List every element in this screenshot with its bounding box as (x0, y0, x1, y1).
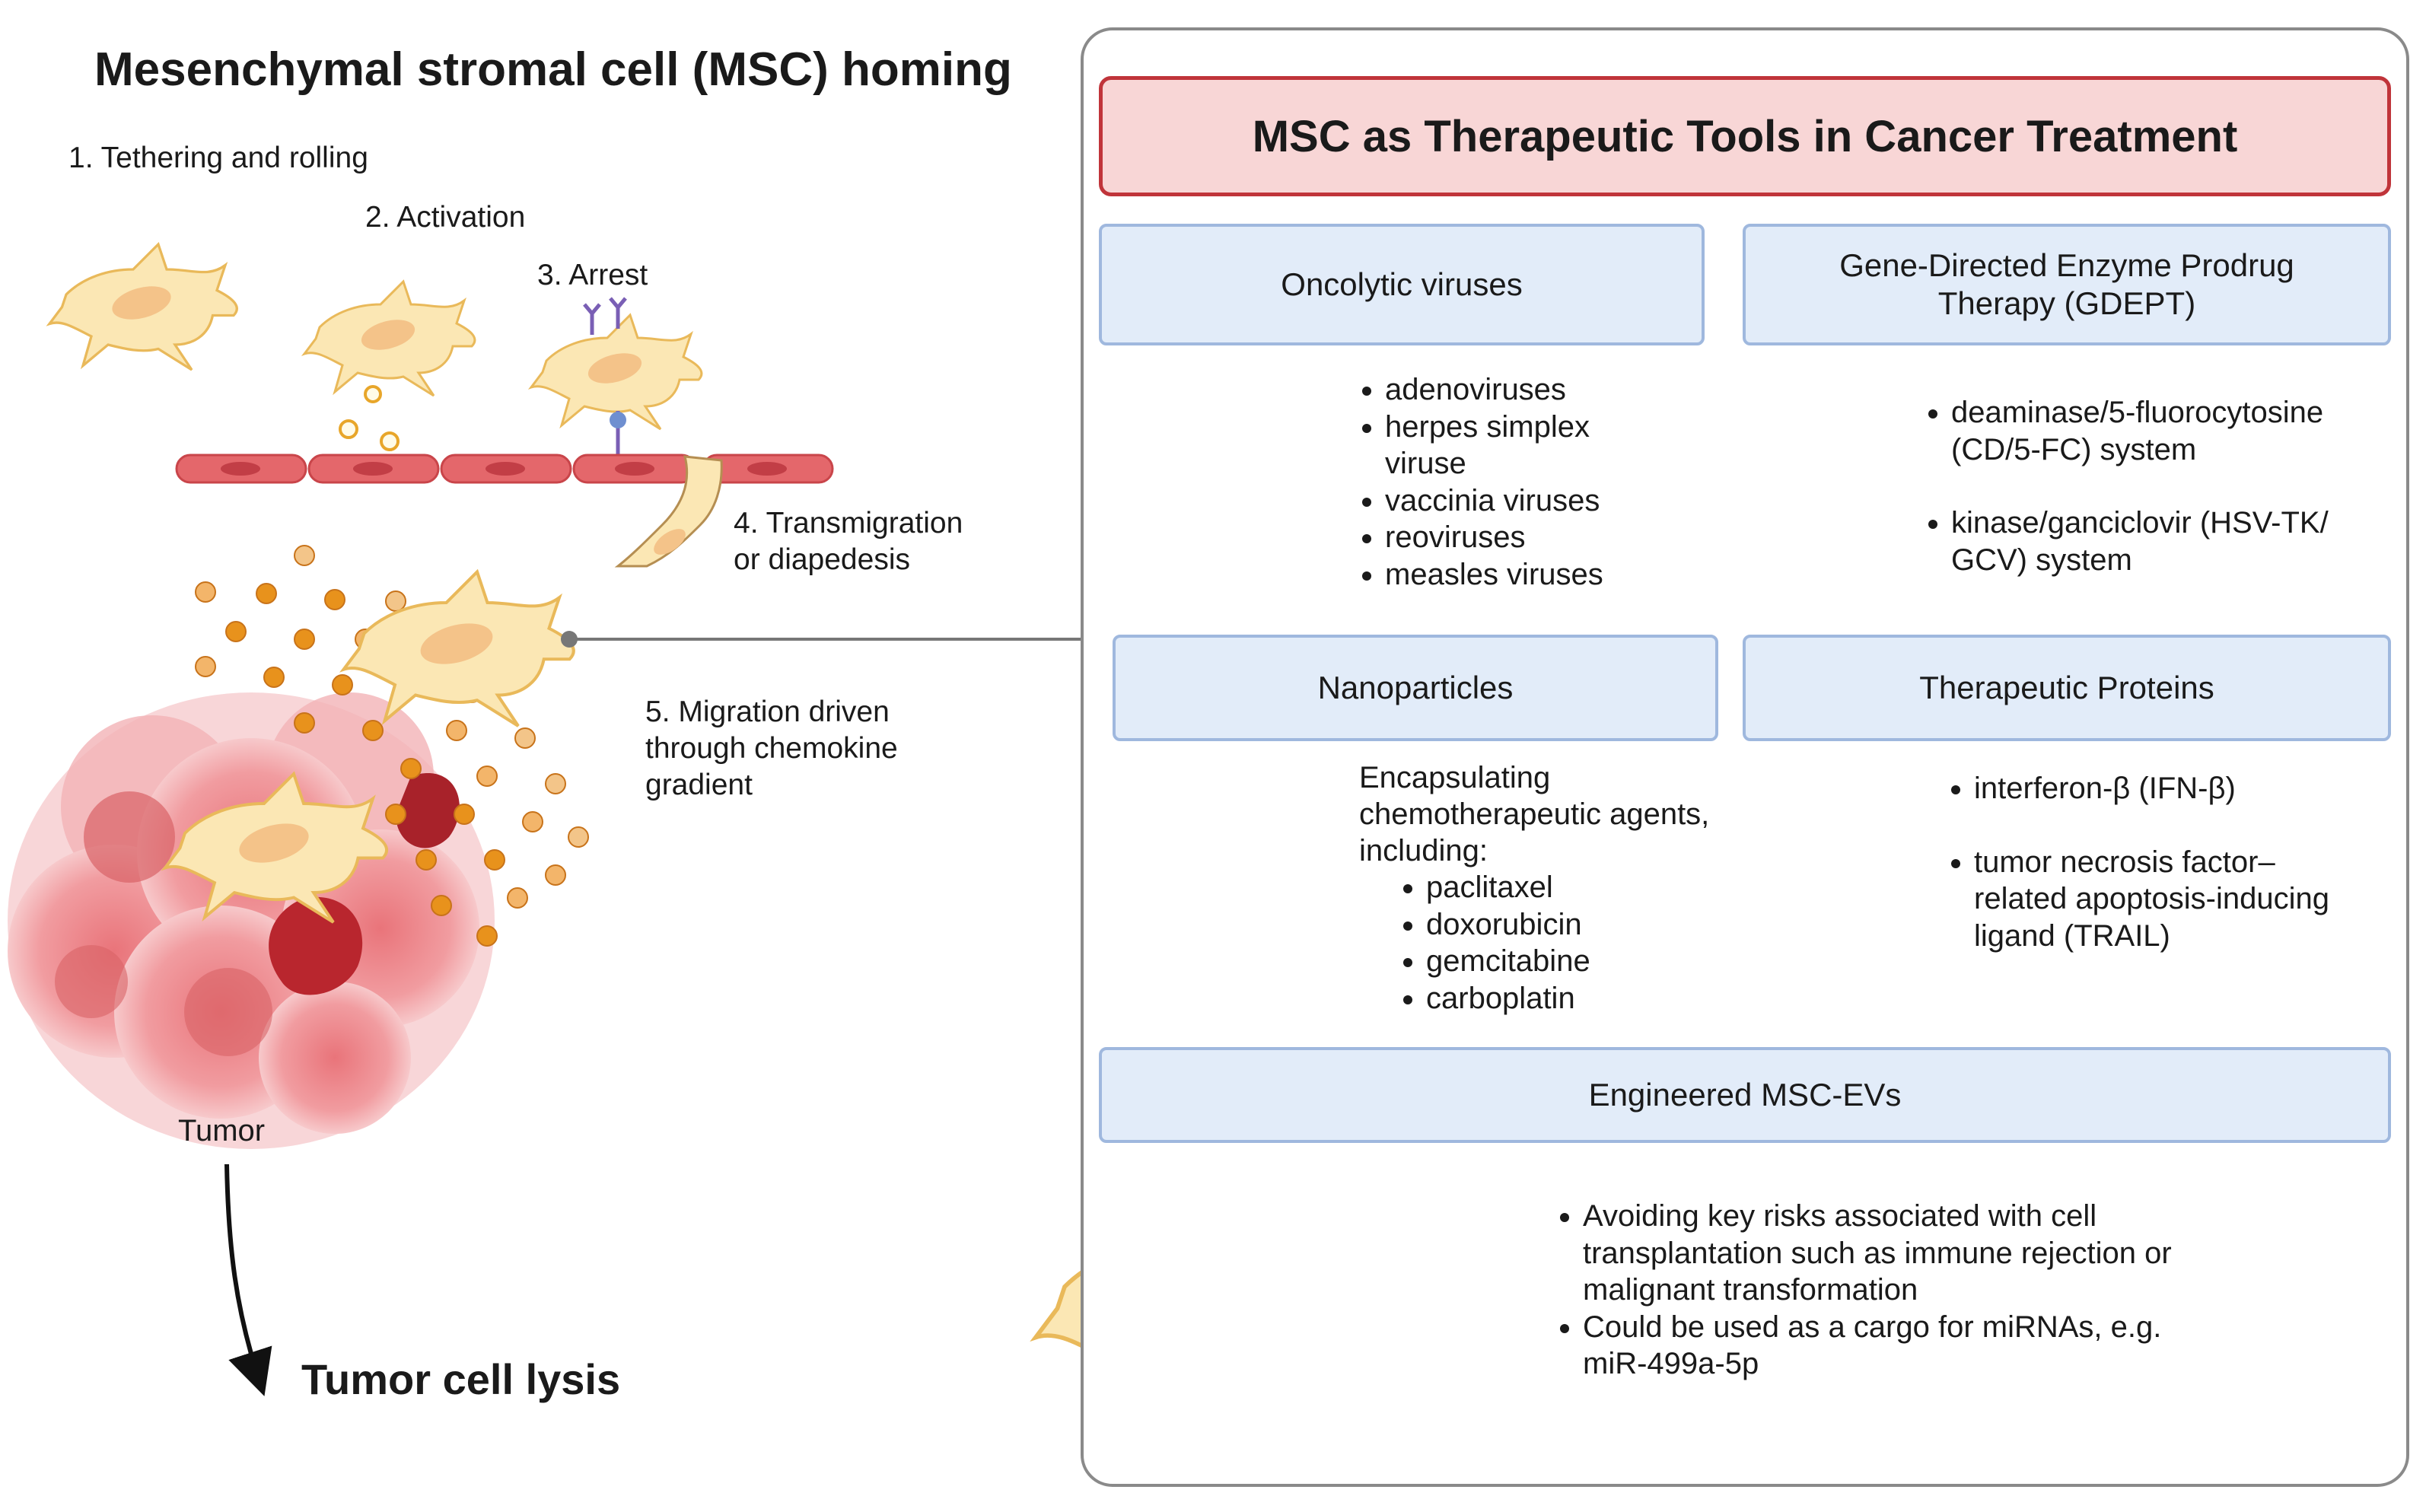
proteins-title: Therapeutic Proteins (1919, 670, 2214, 705)
gdept-list: deaminase/5-fluorocytosine(CD/5-FC) syst… (1918, 394, 2423, 615)
nanoparticles-title: Nanoparticles (1317, 670, 1514, 705)
list-item-text: viruse (1385, 447, 1466, 480)
list-item-text: Could be used as a cargo for miRNAs, e.g… (1583, 1310, 2162, 1344)
activation-chemokines (339, 385, 400, 451)
nanoparticles-list: paclitaxel doxorubicin gemcitabine carbo… (1393, 869, 1746, 1017)
step-transmigration: 4. Transmigration or diapedesis (734, 505, 963, 578)
list-item-text: kinase/ganciclovir (HSV-TK/ (1951, 506, 2329, 540)
step-migration-line3: gradient (645, 769, 753, 801)
list-item: interferon-β (IFN-β) (1974, 770, 2423, 807)
nanoparticles-intro-line2: chemotherapeutic agents, (1359, 797, 1710, 831)
tumor-label: Tumor (178, 1114, 266, 1148)
list-item: deaminase/5-fluorocytosine(CD/5-FC) syst… (1951, 394, 2423, 468)
list-item-text: tumor necrosis factor– (1974, 845, 2275, 879)
nanoparticles-intro: Encapsulating chemotherapeutic agents, i… (1359, 759, 1740, 869)
step-migration-line2: through chemokine (645, 732, 898, 765)
step-migration-line1: 5. Migration driven (645, 696, 890, 728)
list-item: carboplatin (1426, 980, 1746, 1017)
list-item-text: Avoiding key risks associated with cell (1583, 1199, 2097, 1233)
chemokine-gradient (195, 545, 589, 947)
evs-list: Avoiding key risks associated with cellt… (1549, 1198, 2405, 1383)
gdept-title-line2: Therapy (GDEPT) (1937, 285, 2196, 321)
list-item: Could be used as a cargo for miRNAs, e.g… (1583, 1309, 2405, 1383)
homing-title: Mesenchymal stromal cell (MSC) homing (94, 43, 1012, 96)
list-item: tumor necrosis factor–related apoptosis-… (1974, 844, 2423, 955)
category-therapeutic-proteins: Therapeutic Proteins (1743, 635, 2391, 741)
list-item: paclitaxel (1426, 869, 1746, 906)
list-item-text: (CD/5-FC) system (1951, 432, 2197, 466)
list-item: gemcitabine (1426, 943, 1746, 980)
transmigrating-cell (614, 455, 723, 568)
list-item: adenoviruses (1385, 371, 1750, 409)
gdept-title-line1: Gene-Directed Enzyme Prodrug (1839, 247, 2294, 283)
nanoparticles-intro-line1: Encapsulating (1359, 761, 1551, 794)
list-item-text: GCV) system (1951, 543, 2132, 577)
list-item: measles viruses (1385, 556, 1750, 594)
list-item: reoviruses (1385, 519, 1750, 556)
category-engineered-msc-evs: Engineered MSC-EVs (1099, 1047, 2391, 1143)
step-transmigration-line1: 4. Transmigration (734, 507, 963, 540)
nanoparticles-intro-line3: including: (1359, 834, 1488, 867)
tumor-cell-lysis: Tumor cell lysis (301, 1355, 621, 1403)
msc-cell-tethering (48, 243, 238, 371)
category-gdept: Gene-Directed Enzyme Prodrug Therapy (GD… (1743, 224, 2391, 345)
list-item-text: deaminase/5-fluorocytosine (1951, 396, 2324, 429)
category-nanoparticles: Nanoparticles (1113, 635, 1718, 741)
oncolytic-title: Oncolytic viruses (1281, 266, 1523, 302)
list-item-text: interferon-β (IFN-β) (1974, 772, 2236, 805)
step-tethering: 1. Tethering and rolling (68, 142, 368, 174)
list-item: Avoiding key risks associated with cellt… (1583, 1198, 2405, 1309)
list-item: vaccinia viruses (1385, 482, 1750, 520)
tumor-mass (8, 692, 495, 1149)
step-transmigration-line2: or diapedesis (734, 543, 910, 576)
list-item: doxorubicin (1426, 906, 1746, 944)
list-item-text: malignant transformation (1583, 1273, 1918, 1307)
list-item-text: transplantation such as immune rejection… (1583, 1236, 2172, 1270)
endothelium (175, 454, 834, 484)
list-item-text: related apoptosis-inducing (1974, 882, 2329, 915)
list-item-text: herpes simplex (1385, 409, 1590, 444)
list-item-text: ligand (TRAIL) (1974, 918, 2170, 953)
connector-line (561, 631, 1081, 648)
msc-cell-activation (303, 280, 476, 397)
integrin-receptors (583, 297, 627, 335)
list-item: kinase/ganciclovir (HSV-TK/GCV) system (1951, 505, 2423, 578)
category-oncolytic-viruses: Oncolytic viruses (1099, 224, 1705, 345)
step-activation: 2. Activation (365, 201, 526, 234)
evs-title: Engineered MSC-EVs (1588, 1077, 1902, 1113)
panel-header: MSC as Therapeutic Tools in Cancer Treat… (1099, 76, 2391, 196)
adhesion-molecule (610, 411, 626, 457)
lysis-arrow (224, 1163, 272, 1396)
proteins-list: interferon-β (IFN-β) tumor necrosis fact… (1940, 770, 2423, 991)
list-item-text: miR-499a-5p (1583, 1347, 1759, 1380)
step-migration: 5. Migration driven through chemokine gr… (645, 694, 898, 804)
step-arrest: 3. Arrest (537, 259, 648, 291)
